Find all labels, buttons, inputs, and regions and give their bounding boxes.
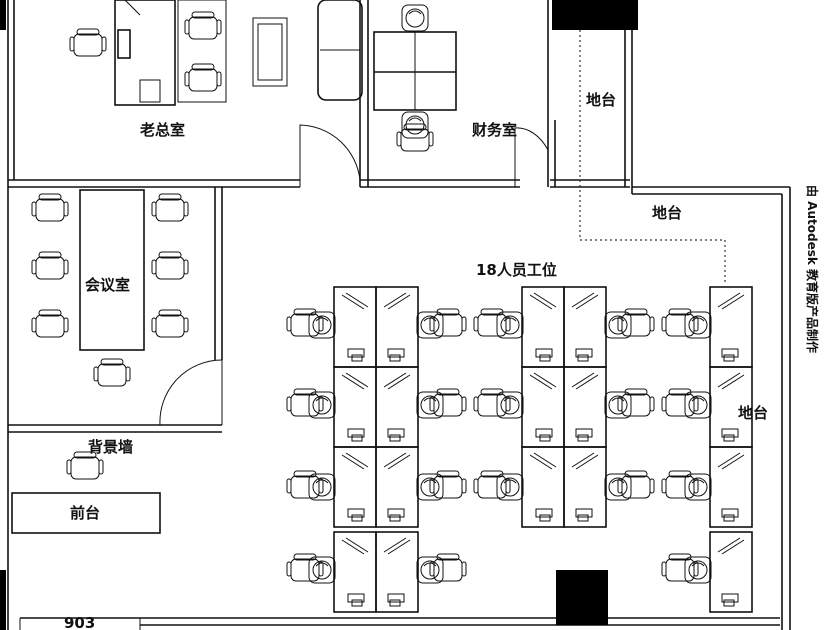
walls	[0, 0, 791, 630]
label-counter-mid: 地台	[652, 204, 682, 222]
label-background-wall: 背景墙	[88, 438, 133, 456]
label-finance-room: 财务室	[472, 121, 517, 139]
staff-workstations	[286, 286, 753, 613]
counter-dotted-outline	[579, 30, 726, 285]
label-staff-area: 18人员工位	[476, 261, 557, 279]
label-counter-top: 地台	[586, 91, 616, 109]
finance-room-furniture	[373, 4, 457, 152]
reception-furniture	[11, 451, 161, 630]
label-meeting-room: 会议室	[85, 276, 130, 294]
watermark-text: 由 Autodesk 教育版产品制作	[805, 185, 820, 353]
dimension-label: 903	[64, 614, 95, 630]
label-counter-right: 地台	[738, 404, 768, 422]
label-boss-office: 老总室	[139, 121, 185, 139]
label-reception-desk: 前台	[70, 504, 100, 522]
boss-office-furniture	[69, 0, 363, 106]
meeting-room-furniture	[31, 189, 189, 387]
